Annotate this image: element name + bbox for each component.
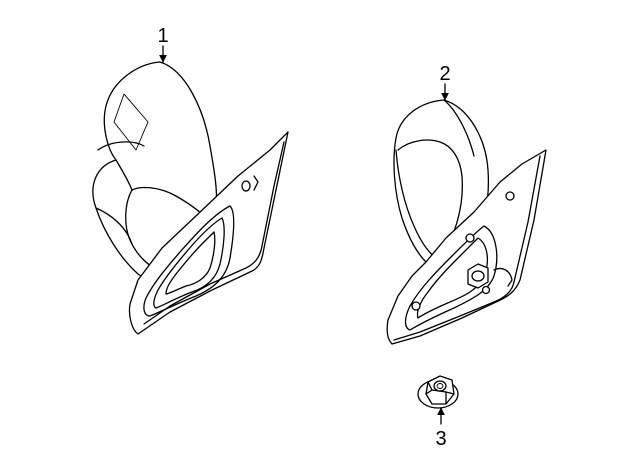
callout-label-3: 3 <box>435 428 446 450</box>
mirror-assembly-left-icon[interactable] <box>92 61 289 335</box>
callout-3: 3 <box>435 407 447 450</box>
callout-label-1: 1 <box>157 25 168 47</box>
flange-nut-icon[interactable] <box>417 375 459 409</box>
callout-1: 1 <box>157 25 169 63</box>
callout-label-2: 2 <box>439 63 450 85</box>
mirror-assembly-right-icon[interactable] <box>386 99 547 345</box>
callout-2: 2 <box>439 63 451 101</box>
